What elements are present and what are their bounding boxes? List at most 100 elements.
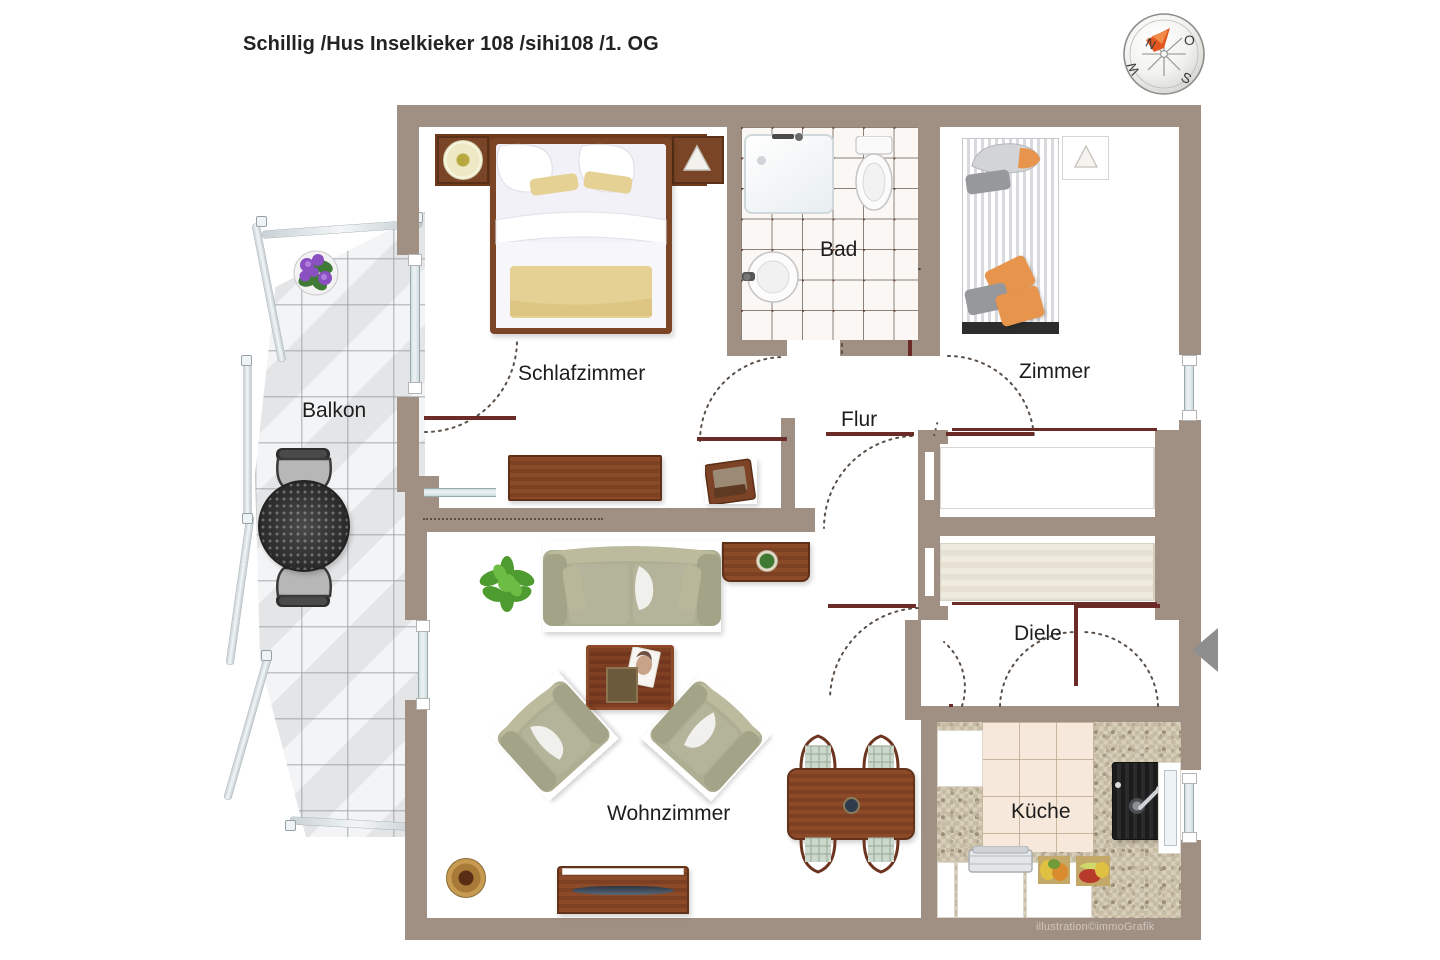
living-window-left[interactable]: [424, 488, 496, 497]
exterior-wall-right-mid: [1179, 420, 1201, 770]
door-leaf-diele-right[interactable]: [1074, 604, 1160, 608]
door-swing-zimmer-arc: [947, 354, 1035, 439]
kitchen-window[interactable]: [1184, 780, 1194, 835]
door-leaf-bedroom[interactable]: [424, 416, 516, 420]
interior-wall-kitchen-top: [921, 706, 1181, 722]
sofa: [543, 540, 721, 632]
door-swing-bath-arc: [699, 356, 785, 442]
interior-wall-bath-bottom: [727, 340, 787, 356]
interior-wall-kitchen-left: [921, 706, 937, 920]
dining-chair-tl: [797, 732, 839, 772]
table-lamp: [443, 140, 483, 180]
sink-basin: [1129, 798, 1145, 814]
railing-post: [261, 650, 272, 661]
dining-chair-br: [860, 836, 902, 876]
armchair-left: [487, 670, 618, 801]
wall-lamp: [680, 142, 714, 176]
interior-wall-closet-nub-a: [918, 430, 948, 444]
sideboard-plant: [756, 550, 778, 572]
door-swing-kitchen-arc: [943, 641, 966, 707]
room-label-zimmer: Zimmer: [1019, 360, 1091, 383]
exterior-wall-bottom: [405, 918, 1201, 940]
door-swing-diele-right-arc: [1081, 631, 1159, 707]
room-label-balkon: Balkon: [302, 399, 367, 422]
kitchen-floor-tiles: [982, 722, 1094, 852]
shower-drain: [757, 156, 766, 165]
balcony-door-living[interactable]: [418, 624, 428, 704]
door-stop: [408, 382, 422, 394]
door-swing-living-arc: [829, 607, 919, 699]
exterior-wall-left-segment-3: [405, 530, 427, 620]
interior-wall-bath-bottom-2: [840, 340, 920, 356]
exterior-wall-right-lower: [1179, 840, 1201, 940]
door-leaf-living[interactable]: [828, 604, 916, 608]
room-label-flur: Flur: [841, 408, 878, 431]
door-swing-diele-left-arc: [999, 631, 1077, 707]
dining-table: [787, 768, 915, 840]
window-stop: [1182, 773, 1197, 784]
bedroom-sideboard: [508, 455, 662, 501]
toilet: [852, 135, 896, 214]
window-stop: [1182, 355, 1197, 366]
balcony-railing-left-mid: [244, 360, 251, 520]
door-swing-bedroom: [423, 340, 603, 520]
dining-chair-tr: [860, 732, 902, 772]
vegetables-a: [1038, 856, 1070, 884]
door-stop: [408, 254, 422, 266]
door-stop: [416, 620, 430, 632]
double-bed: [490, 138, 672, 334]
interior-wall-bath-zimmer: [918, 127, 940, 356]
wall-slot-lower: [925, 548, 934, 596]
exterior-wall-left-segment-1: [397, 397, 419, 492]
balcony-door-bedroom[interactable]: [410, 258, 420, 388]
interior-wall-living-right: [905, 620, 921, 720]
dining-table-centerpiece: [843, 797, 860, 814]
zimmer-window[interactable]: [1184, 362, 1194, 414]
exterior-wall-top: [397, 105, 1201, 127]
kitchen-window-frame: [1164, 770, 1177, 846]
day-bed-foot: [962, 322, 1059, 334]
wardrobe-upper[interactable]: [940, 447, 1155, 509]
shower-tray: [744, 134, 834, 214]
room-label-kueche: Küche: [1011, 800, 1071, 823]
balcony-round-table: [258, 480, 350, 572]
interior-wall-closet-nub-b: [918, 606, 948, 620]
flower-pot: [287, 243, 345, 301]
balcony-chair-bottom: [272, 565, 334, 609]
railing-post: [256, 216, 267, 227]
cooktop: [967, 845, 1034, 874]
railing-post: [242, 513, 253, 524]
door-leaf-flur[interactable]: [826, 432, 914, 436]
entrance-arrow: [1192, 628, 1218, 672]
room-label-wohnzimmer: Wohnzimmer: [607, 802, 731, 825]
door-swing-flur-arc: [822, 435, 913, 529]
wall-slot-upper: [925, 452, 934, 500]
day-bed-bolster: [968, 140, 1044, 182]
window-stop: [1182, 410, 1197, 421]
tv-screen: [572, 886, 674, 895]
zimmer-lamp: [1072, 143, 1100, 171]
door-leaf-zimmer[interactable]: [946, 432, 1034, 436]
closet-marker-top: [933, 419, 939, 437]
room-label-bad: Bad: [820, 238, 858, 261]
interior-wall-bedroom-bottom: [419, 508, 815, 532]
compass-east-label: O: [1184, 32, 1195, 48]
armchair-right: [641, 670, 772, 801]
door-leaf-kitchen[interactable]: [949, 704, 953, 707]
interior-wall-bedroom-bath: [727, 127, 741, 352]
door-leaf-bath[interactable]: [697, 437, 787, 441]
exterior-wall-left-upper: [397, 105, 419, 255]
page-title: Schillig /Hus Inselkieker 108 /sihi108 /…: [243, 33, 659, 55]
kitchen-cabinet-left: [937, 730, 983, 787]
exterior-wall-left-segment-4: [405, 700, 427, 940]
door-leaf-diele-left[interactable]: [1074, 606, 1078, 686]
wardrobe-lower[interactable]: [940, 543, 1155, 601]
compass-rose: N O S W: [1118, 8, 1210, 100]
interior-wall-flur-left: [781, 418, 795, 514]
tv-console-frame: [562, 868, 684, 875]
zimmer-side-table: [1062, 136, 1109, 180]
floor-lamp: [446, 858, 486, 898]
closet-line-top: [952, 428, 1157, 431]
sink-drain-hole: [1115, 782, 1121, 788]
